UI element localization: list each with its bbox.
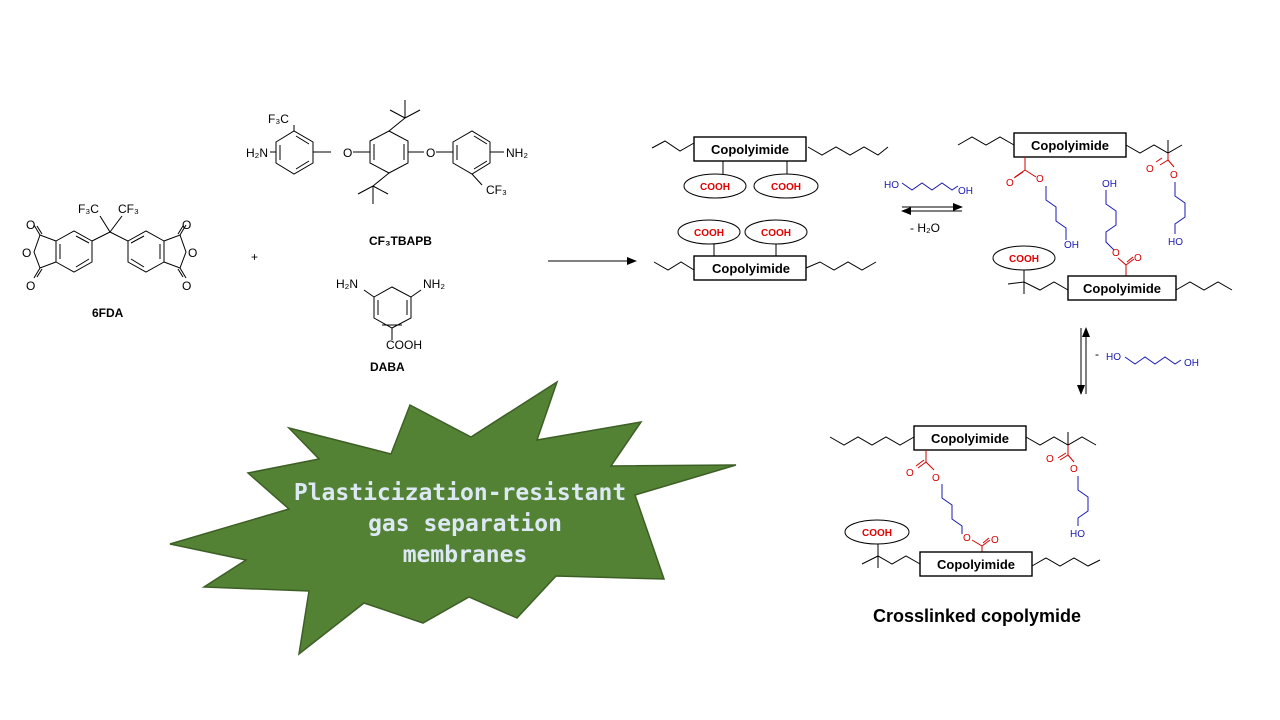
nh2-label: H₂N [246,146,268,160]
minus-label: - [1095,347,1099,361]
cooh-label: COOH [1009,254,1039,265]
linear-copolyimide: Copolyimide COOH COOH COOH COOH Copolyim… [651,136,889,281]
ho-label: HO [884,180,899,191]
ho-label: HO [1070,529,1085,540]
oh-label: OH [1184,358,1199,369]
cooh-label: COOH [862,528,892,539]
cf3-label: F₃C [268,112,289,126]
carbonyl-o-label: O [1006,178,1014,189]
oh-label: OH [1064,240,1079,251]
burst-line-3: membranes [403,542,528,568]
carbonyl-o-label: O [1134,253,1142,264]
o-label: O [343,146,352,160]
6fda-structure: O O O F₃C CF₃ O O O [22,202,197,293]
oh-label: OH [1102,179,1117,190]
copolyimide-label: Copolyimide [1031,138,1109,153]
ester-o-label: O [1112,248,1120,259]
ester-o-label: O [963,533,971,544]
copolyimide-box [913,425,1027,451]
plus-sign: + [251,250,258,264]
cf3-label: F₃C [78,202,99,216]
cf3-label: CF₃ [486,183,507,197]
copolyimide-box [919,551,1033,577]
copolyimide-box [1067,275,1177,301]
o-label: O [26,218,35,232]
nh2-label: NH₂ [423,277,445,291]
carbonyl-o-label: O [1146,164,1154,175]
o-label: O [182,279,191,293]
o-label: O [26,279,35,293]
o-label: O [182,218,191,232]
ho-label: HO [1168,237,1183,248]
copolyimide-label: Copolyimide [1083,281,1161,296]
nh2-label: NH₂ [506,146,528,160]
esterification-equilibrium: HO OH - H₂O [884,180,973,235]
copolyimide-box [693,136,807,162]
cf3-label: CF₃ [118,202,139,216]
nh2-label: H₂N [336,277,358,291]
copolyimide-label: Copolyimide [931,431,1009,446]
ester-o-label: O [1036,174,1044,185]
ester-o-label: O [1070,464,1078,475]
ho-label: HO [1106,352,1121,363]
burst-line-1: Plasticization-resistant [294,480,626,506]
o-label: O [22,246,31,260]
copolyimide-box [693,255,807,281]
6fda-label: 6FDA [92,306,124,320]
daba-label: DABA [370,360,405,374]
product-caption: Crosslinked copolymide [873,606,1081,626]
crosslinked-copolyimide: Copolyimide O O O O O O HO COOH Copolyim… [829,425,1101,577]
transesterification-equilibrium: - HO OH [1077,327,1199,395]
ester-o-label: O [932,473,940,484]
starburst-shape [169,380,737,656]
starburst-callout: Plasticization-resistant gas separation … [169,380,737,656]
burst-line-2: gas separation [368,511,562,537]
copolyimide-label: Copolyimide [712,261,790,276]
copolyimide-label: Copolyimide [711,142,789,157]
oh-label: OH [958,186,973,197]
carbonyl-o-label: O [906,468,914,479]
cooh-label: COOH [761,228,791,239]
cf3tbapb-label: CF₃TBAPB [369,234,432,248]
carbonyl-o-label: O [991,535,999,546]
cooh-label: COOH [700,182,730,193]
minus-h2o-label: - H₂O [910,221,940,235]
carbonyl-o-label: O [1046,454,1054,465]
cooh-label: COOH [771,182,801,193]
esterified-copolyimide: Copolyimide O O OH O O HO OH O O COOH [957,132,1233,301]
o-label: O [188,246,197,260]
ester-o-label: O [1170,170,1178,181]
o-label: O [426,146,435,160]
cooh-label: COOH [386,338,422,352]
copolyimide-box [1013,132,1127,158]
daba-structure: H₂N NH₂ COOH [336,277,445,352]
copolyimide-label: Copolyimide [937,557,1015,572]
cf3tbapb-structure: F₃C H₂N O O NH₂ CF₃ [246,100,528,204]
cooh-label: COOH [694,228,724,239]
